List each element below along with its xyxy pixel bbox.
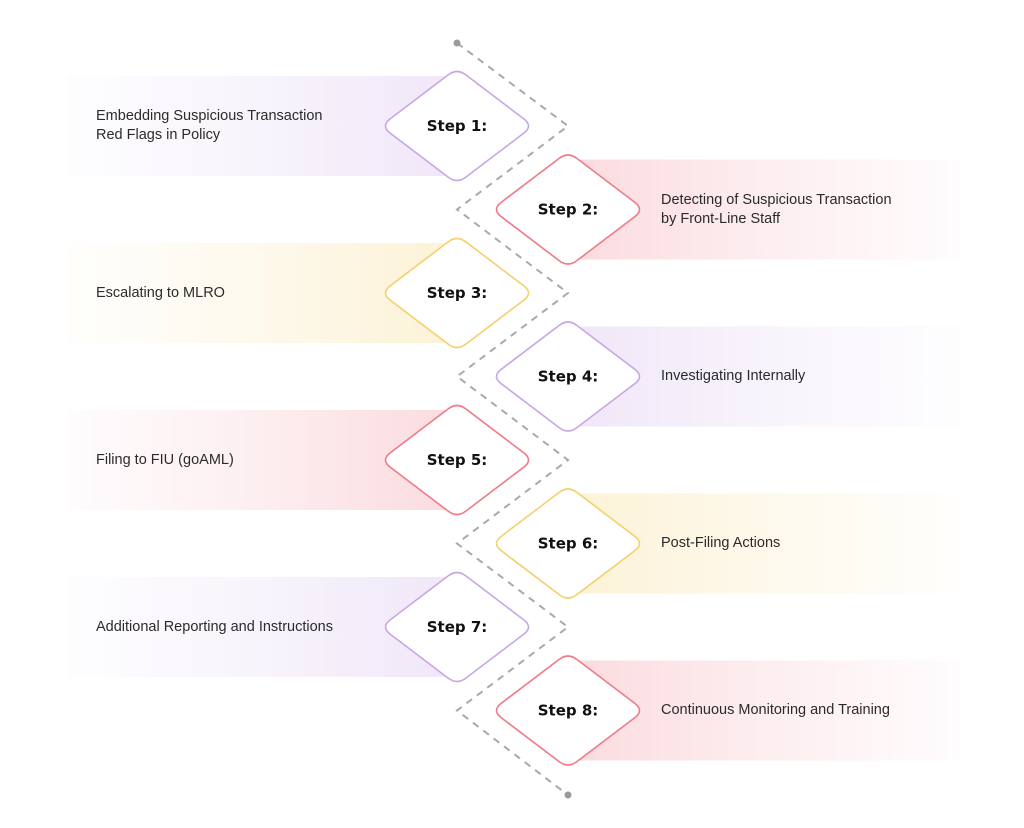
connector-start-dot [453, 39, 461, 47]
step-diamond: Step 8: [495, 655, 641, 766]
step-description: Additional Reporting and Instructions [96, 618, 333, 635]
step-description: Investigating Internally [661, 368, 806, 384]
step-diamond: Step 7: [384, 571, 530, 683]
step-label: Step 7: [427, 618, 488, 636]
step-description: Detecting of Suspicious Transaction by F… [661, 191, 892, 227]
step-diamond: Step 5: [384, 404, 530, 516]
step-diamond: Step 1: [384, 70, 530, 182]
step-diamond: Step 6: [495, 488, 641, 599]
step-description: Filing to FIU (goAML) [96, 451, 234, 468]
step-diamond: Step 2: [495, 154, 641, 265]
dashed-connector [455, 42, 570, 796]
step-diamond: Step 4: [495, 321, 641, 432]
step-diamond: Step 3: [384, 237, 530, 349]
step-label: Step 2: [538, 201, 599, 219]
step-description: Escalating to MLRO [96, 284, 225, 301]
connector-end-dot [564, 791, 572, 799]
step-label: Step 6: [538, 535, 599, 553]
step-label: Step 4: [538, 368, 599, 386]
step-label: Step 5: [427, 451, 488, 469]
step-description: Post-Filing Actions [661, 535, 781, 551]
step-label: Step 1: [427, 117, 488, 135]
step-description: Embedding Suspicious Transaction Red Fla… [96, 108, 323, 143]
step-description: Continuous Monitoring and Training [661, 702, 890, 718]
step-label: Step 3: [427, 284, 488, 302]
step-label: Step 8: [538, 702, 599, 720]
